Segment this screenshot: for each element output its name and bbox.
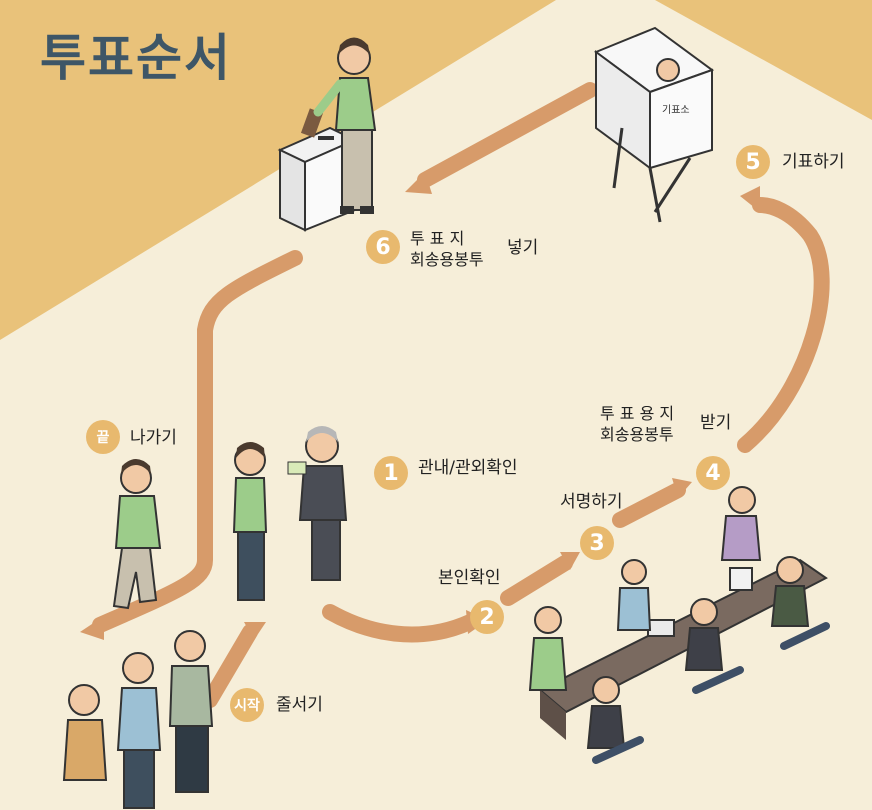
queue-voters: [62, 630, 214, 809]
step-2-badge: 2: [470, 600, 504, 634]
step-2-label: 본인확인: [438, 568, 501, 588]
step-5-badge: 5: [736, 145, 770, 179]
step-1-badge: 1: [374, 456, 408, 490]
voting-booth: 기표소: [593, 26, 715, 223]
start-label: 줄서기: [276, 695, 323, 715]
arrow-4-to-5: [737, 197, 830, 453]
end-label: 나가기: [130, 428, 177, 448]
arrow-1-to-2: [322, 604, 478, 643]
background-corner-shape: [0, 0, 556, 340]
step-3-label: 서명하기: [560, 492, 623, 512]
booth-sign: 기표소: [662, 104, 690, 116]
flow-arrows: [92, 82, 830, 708]
exiting-voter: [112, 459, 162, 610]
end-badge: 끝: [86, 420, 120, 454]
arrow-start-to-1: [202, 624, 258, 708]
voter-at-ballot-box: [313, 37, 377, 214]
step-6-label-stack: 투 표 지 회송용봉투: [410, 228, 484, 270]
arrow-5-to-6: [417, 82, 598, 188]
step-4-label-suffix: 받기: [700, 413, 732, 433]
check-in-table: [528, 486, 830, 764]
arrow-3-to-4: [612, 482, 686, 528]
step-6-label-suffix: 넣기: [507, 238, 539, 258]
official-at-step-1: [287, 426, 348, 581]
step-4-badge: 4: [696, 456, 730, 490]
arrow-6-to-end: [92, 250, 303, 633]
step-4-label-stack: 투 표 용 지 회송용봉투: [600, 403, 674, 445]
step-6-label-line2: 회송용봉투: [410, 250, 484, 269]
step-4-label-line1: 투 표 용 지: [600, 404, 675, 423]
arrow-2-to-3: [500, 555, 573, 606]
step-5-label: 기표하기: [782, 152, 845, 172]
voter-at-step-1: [232, 442, 268, 601]
step-3-badge: 3: [580, 526, 614, 560]
start-badge: 시작: [230, 688, 264, 722]
step-1-label: 관내/관외확인: [418, 458, 518, 478]
page-title: 투표순서: [40, 29, 232, 87]
step-4-label-line2: 회송용봉투: [600, 425, 674, 444]
step-6-badge: 6: [366, 230, 400, 264]
background-corner-shape-right: [655, 0, 872, 120]
step-6-label-line1: 투 표 지: [410, 229, 465, 248]
